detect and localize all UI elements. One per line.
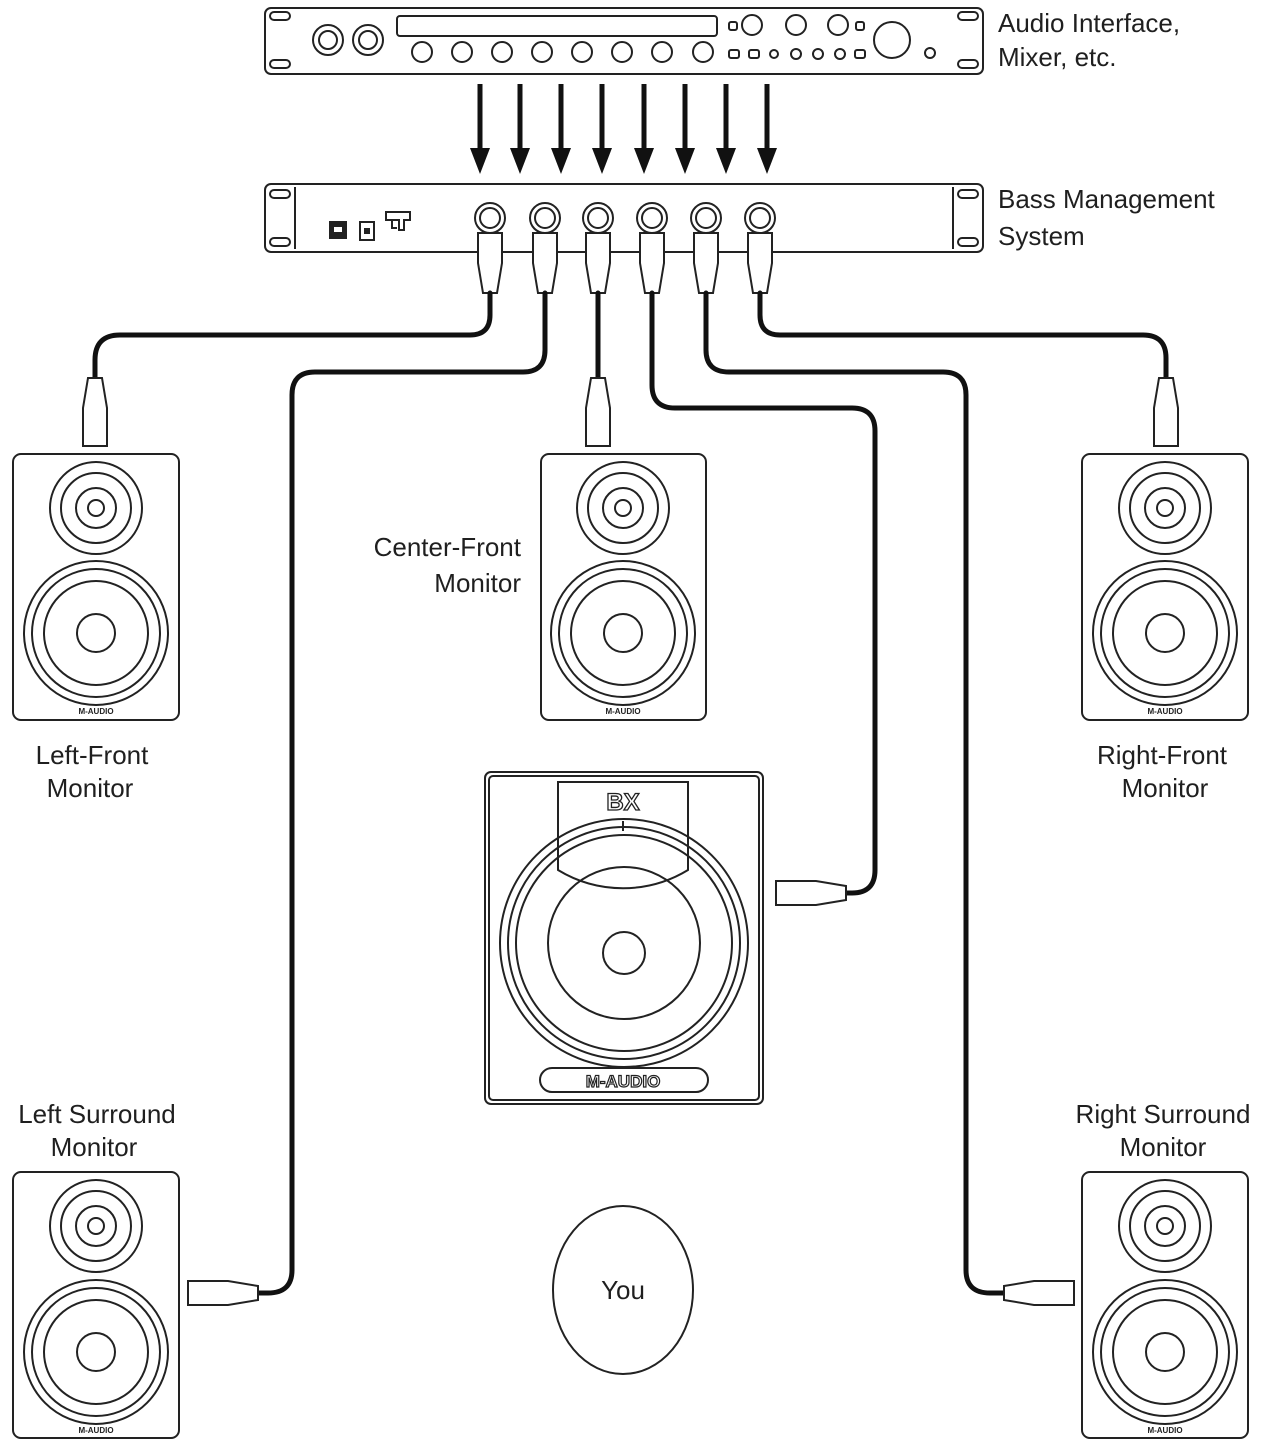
output-connectors [474,202,776,294]
left-front-brand-logo: M-AUDIO [78,707,113,716]
left-surround-label-line2: Monitor [51,1132,138,1162]
right-front-label-line1: Right-Front [1097,740,1228,770]
output-connector-2 [529,202,561,294]
bass-management-unit [264,183,984,253]
arrow-7 [716,84,736,174]
signal-arrows [470,84,777,174]
plug-left-surround [187,1280,259,1306]
output-connector-1 [474,202,506,294]
center-front-label-line2: Monitor [434,568,521,598]
cable-left-front [92,290,493,383]
plug-right-surround [1003,1280,1075,1306]
subwoofer-model-logo: BX [606,789,639,816]
arrow-5 [634,84,654,174]
left-surround-label-line1: Left Surround [18,1099,176,1129]
arrow-6 [675,84,695,174]
cable-plugs [82,377,1179,1306]
audio-interface-label-line2: Mixer, etc. [998,42,1116,72]
cable-right-surround [703,290,1007,1296]
left-surround-monitor: M-AUDIO [12,1171,180,1439]
left-front-label-line2: Monitor [47,773,134,803]
subwoofer: BX M-AUDIO [484,771,764,1105]
left-front-monitor: M-AUDIO [12,453,180,721]
listener-label: You [601,1275,645,1305]
left-front-label-line1: Left-Front [36,740,149,770]
left-surround-brand-logo: M-AUDIO [78,1426,113,1435]
center-front-label-line1: Center-Front [374,532,522,562]
center-front-brand-logo: M-AUDIO [605,707,640,716]
cables [92,290,1169,1296]
output-connector-5 [690,202,722,294]
plug-left-front [82,377,108,447]
center-front-monitor: M-AUDIO [540,453,707,721]
arrow-3 [551,84,571,174]
right-front-brand-logo: M-AUDIO [1147,707,1182,716]
right-surround-label-line1: Right Surround [1076,1099,1251,1129]
output-connector-3 [582,202,614,294]
right-front-label-line2: Monitor [1122,773,1209,803]
arrow-2 [510,84,530,174]
plug-subwoofer [775,880,847,906]
bass-management-label-line2: System [998,221,1085,251]
plug-center-front [585,377,611,447]
arrow-8 [757,84,777,174]
audio-interface-label-line1: Audio Interface, [998,8,1180,38]
listener-position: You [552,1205,694,1375]
cable-left-surround [255,290,548,1296]
plug-right-front [1153,377,1179,447]
cable-right-front [757,290,1169,383]
audio-interface-unit [264,7,984,75]
subwoofer-brand-logo: M-AUDIO [586,1072,661,1091]
right-surround-brand-logo: M-AUDIO [1147,1426,1182,1435]
arrow-4 [592,84,612,174]
output-connector-6 [744,202,776,294]
cable-subwoofer [649,290,878,896]
right-surround-label-line2: Monitor [1120,1132,1207,1162]
arrow-1 [470,84,490,174]
right-surround-monitor: M-AUDIO [1081,1171,1249,1439]
right-front-monitor: M-AUDIO [1081,453,1249,721]
bass-management-label-line1: Bass Management [998,184,1216,214]
output-connector-4 [636,202,668,294]
